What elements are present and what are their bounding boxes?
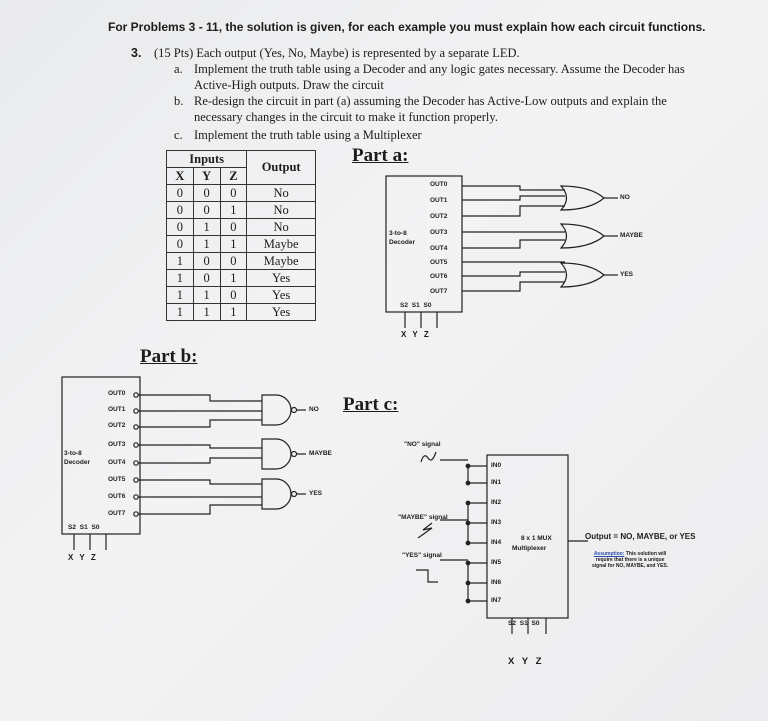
maybe-signal-label: "MAYBE" signal — [398, 514, 448, 521]
part-a-out4: OUT4 — [430, 245, 448, 252]
part-a-yes-output: YES — [620, 271, 634, 278]
part-a-out3: OUT3 — [430, 229, 448, 236]
part-a-no-output: NO — [620, 194, 630, 201]
mux-label: 8 x 1 MUX — [521, 535, 552, 542]
cell: Yes — [246, 303, 316, 321]
part-b-nand-gate-no — [261, 394, 292, 426]
yes-signal-wave-icon — [416, 569, 438, 583]
assumption-line1: This solution will — [625, 551, 667, 557]
part-b-out6: OUT6 — [108, 493, 126, 500]
assumption-label: Assumption: — [593, 551, 625, 557]
cell: 1 — [166, 303, 194, 321]
part-b-out1: OUT1 — [108, 406, 126, 413]
mux-in3: IN3 — [491, 519, 502, 526]
part-a-out6: OUT6 — [430, 273, 448, 280]
part-b-maybe-output: MAYBE — [309, 450, 332, 457]
mux-label2: Multiplexer — [512, 545, 547, 552]
no-signal-label: "NO" signal — [404, 441, 441, 448]
assumption-note: Assumption: This solution will require t… — [592, 551, 668, 569]
part-b-nand-gate-maybe — [261, 438, 292, 470]
part-a-decoder-label: 3-to-8 — [389, 230, 407, 237]
part-a-or-gate-no — [559, 185, 605, 211]
item-b-marker: b. — [174, 94, 184, 108]
part-b-no-output: NO — [309, 406, 319, 413]
mux-in5: IN5 — [491, 559, 502, 566]
part-a-maybe-output: MAYBE — [620, 232, 643, 239]
assumption-line2: require that there is a unique — [595, 557, 665, 563]
item-b-line2: necessary changes in the circuit to make… — [194, 110, 498, 124]
part-b-yes-output: YES — [309, 490, 323, 497]
part-a-inputs: X Y Z — [401, 330, 429, 339]
item-c-marker: c. — [174, 128, 183, 142]
mux-in1: IN1 — [491, 479, 502, 486]
part-b-out4: OUT4 — [108, 459, 126, 466]
mux-in0: IN0 — [491, 462, 502, 469]
part-a-out0: OUT0 — [430, 181, 448, 188]
part-a-decoder-label2: Decoder — [389, 239, 416, 246]
cell: Maybe — [246, 235, 316, 253]
item-a-line2: Active-High outputs. Draw the circuit — [194, 78, 384, 92]
assumption-line3: signal for NO, MAYBE, and YES. — [592, 563, 669, 569]
part-b-out5: OUT5 — [108, 476, 126, 483]
part-a-out7: OUT7 — [430, 288, 448, 295]
mux-in4: IN4 — [491, 539, 502, 546]
part-a-selects: S2 S1 S0 — [400, 302, 432, 309]
maybe-signal-wave-icon — [417, 522, 433, 539]
problem-intro: (15 Pts) Each output (Yes, No, Maybe) is… — [154, 46, 520, 60]
part-a-out2: OUT2 — [430, 213, 448, 220]
item-c-line1: Implement the truth table using a Multip… — [194, 128, 422, 142]
mux-inputs: X Y Z — [508, 656, 542, 667]
mux-in2: IN2 — [491, 499, 502, 506]
document-header: For Problems 3 - 11, the solution is giv… — [108, 20, 706, 34]
part-b-decoder-label: 3-to-8 — [64, 450, 82, 457]
cell: Yes — [246, 269, 316, 287]
part-a-title: Part a: — [352, 145, 409, 166]
part-b-out7: OUT7 — [108, 510, 126, 517]
part-c-title: Part c: — [343, 394, 399, 415]
part-b-decoder-box — [61, 376, 141, 535]
part-b-inputs: X Y Z — [68, 553, 96, 562]
part-a-or-gate-maybe — [559, 223, 605, 249]
mux-selects: S2 S1 S0 — [508, 620, 540, 627]
part-b-title: Part b: — [140, 346, 198, 367]
item-a-marker: a. — [174, 62, 183, 76]
part-a-or-gate-yes — [559, 262, 605, 288]
part-a-out5: OUT5 — [430, 259, 448, 266]
yes-signal-label: "YES" signal — [402, 552, 442, 559]
item-a-line1: Implement the truth table using a Decode… — [194, 62, 685, 76]
part-b-nand-gate-yes — [261, 478, 292, 510]
part-a-out1: OUT1 — [430, 197, 448, 204]
mux-in7: IN7 — [491, 597, 502, 604]
part-b-out3: OUT3 — [108, 441, 126, 448]
part-b-decoder-label2: Decoder — [64, 459, 91, 466]
no-signal-wave-icon — [420, 451, 437, 463]
item-b-line1: Re-design the circuit in part (a) assumi… — [194, 94, 667, 108]
part-b-out0: OUT0 — [108, 390, 126, 397]
part-b-selects: S2 S1 S0 — [68, 524, 100, 531]
mux-output-label: Output = NO, MAYBE, or YES — [585, 532, 696, 541]
problem-number: 3. — [131, 46, 142, 60]
part-b-out2: OUT2 — [108, 422, 126, 429]
mux-in6: IN6 — [491, 579, 502, 586]
part-a-decoder-box — [385, 175, 463, 313]
output-header: Output — [246, 150, 316, 185]
